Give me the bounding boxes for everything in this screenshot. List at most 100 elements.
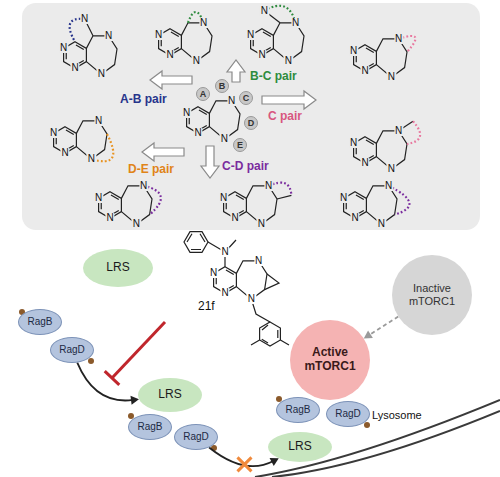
atom-label: N bbox=[227, 96, 236, 106]
node-text: RagD bbox=[335, 408, 361, 420]
atom-label: N bbox=[387, 164, 396, 174]
position-letter: E bbox=[233, 138, 247, 152]
atom-label: N bbox=[220, 288, 229, 298]
atom-label: N bbox=[349, 46, 358, 56]
atom-label: N bbox=[87, 154, 96, 164]
pair-label: C-D pair bbox=[222, 160, 269, 172]
connector bbox=[77, 363, 133, 401]
inhibition-symbol bbox=[105, 322, 165, 385]
node-text: E bbox=[237, 140, 243, 150]
atom-label: N bbox=[105, 213, 114, 223]
atom-label: N bbox=[70, 63, 79, 73]
atom-label: N bbox=[349, 138, 358, 148]
atom-label: N bbox=[80, 14, 89, 24]
central-scaffold bbox=[187, 101, 240, 139]
bc-scaffold bbox=[251, 6, 304, 61]
arrowhead bbox=[270, 458, 279, 466]
atom-label: N bbox=[394, 126, 403, 136]
pair-label: B-C pair bbox=[250, 70, 297, 82]
atom-label: N bbox=[254, 256, 263, 266]
atom-label: N bbox=[209, 268, 218, 278]
atom-label: N bbox=[264, 181, 273, 191]
node-text: A bbox=[200, 89, 207, 99]
protein-rag: RagB bbox=[276, 397, 320, 423]
node-text: LRS bbox=[158, 388, 181, 402]
node-text: C bbox=[243, 93, 250, 103]
pair-label: D-E pair bbox=[128, 163, 174, 175]
block-cross bbox=[237, 457, 251, 471]
atom-label: N bbox=[230, 213, 239, 223]
cd-scaffold bbox=[224, 183, 292, 225]
atom-label: N bbox=[104, 31, 113, 41]
position-letter: D bbox=[244, 116, 258, 130]
atom-label: N bbox=[193, 128, 202, 138]
ab-scaffold bbox=[64, 19, 117, 74]
position-letter: A bbox=[196, 87, 210, 101]
atom-label: N bbox=[360, 66, 369, 76]
node-text: B bbox=[219, 81, 226, 91]
node-text: Inactive mTORC1 bbox=[399, 282, 465, 307]
atom-label: N bbox=[257, 50, 266, 60]
nucleotide-dot bbox=[19, 309, 370, 451]
atom-label: N bbox=[377, 219, 386, 229]
node-text: RagD bbox=[59, 344, 85, 356]
atom-label: N bbox=[94, 193, 103, 203]
atom-label: N bbox=[394, 34, 403, 44]
pair-label: A-B pair bbox=[120, 93, 167, 105]
protein-rag: RagD bbox=[50, 337, 94, 363]
atom-label: N bbox=[384, 181, 393, 191]
node-text: LRS bbox=[288, 440, 311, 454]
node-text: RagB bbox=[285, 404, 310, 416]
node-text: LRS bbox=[106, 261, 129, 275]
complex-active: Active mTORC1 bbox=[290, 320, 370, 400]
protein-lrs: LRS bbox=[138, 378, 202, 412]
atom-label: N bbox=[360, 158, 369, 168]
node-text: Active mTORC1 bbox=[297, 346, 363, 374]
protein-lrs: LRS bbox=[83, 249, 153, 287]
atom-label: N bbox=[154, 30, 163, 40]
c-scaffold bbox=[354, 121, 421, 169]
organelle-label: Lysosome bbox=[372, 410, 422, 421]
connector bbox=[209, 447, 273, 466]
atom-label: N bbox=[199, 18, 208, 28]
atom-label: N bbox=[257, 219, 266, 229]
atom-label: N bbox=[387, 72, 396, 82]
atom-label: N bbox=[49, 128, 58, 138]
atom-label: N bbox=[60, 148, 69, 158]
protein-rag: RagB bbox=[128, 414, 172, 440]
atom-label: N bbox=[132, 219, 141, 229]
c-scaffold bbox=[354, 36, 416, 77]
atom-label: N bbox=[219, 193, 228, 203]
connector bbox=[369, 316, 398, 335]
lysosome-membrane bbox=[255, 400, 500, 477]
node-text: D bbox=[248, 118, 255, 128]
atom-label: N bbox=[246, 30, 255, 40]
protein-rag: RagB bbox=[18, 309, 62, 335]
atom-label: N bbox=[192, 56, 201, 66]
compound-21f-substituents bbox=[184, 232, 289, 346]
atom-label: N bbox=[260, 6, 269, 16]
block-arrow bbox=[142, 60, 316, 178]
atom-label: N bbox=[59, 43, 68, 53]
atom-label: N bbox=[339, 193, 348, 203]
atom-label: N bbox=[247, 294, 256, 304]
atom-label: N bbox=[220, 247, 229, 257]
node-text: RagB bbox=[27, 316, 52, 328]
position-letter: B bbox=[215, 79, 229, 93]
node-text: RagD bbox=[183, 431, 209, 443]
atom-label: N bbox=[350, 213, 359, 223]
complex-inactive: Inactive mTORC1 bbox=[392, 255, 472, 335]
atom-label: N bbox=[97, 69, 106, 79]
atom-label: N bbox=[182, 108, 191, 118]
atom-label: N bbox=[165, 50, 174, 60]
compound-label: 21f bbox=[198, 300, 215, 312]
de-scaffold bbox=[54, 121, 114, 161]
protein-rag: RagD bbox=[174, 424, 218, 450]
scaffold-panel bbox=[22, 3, 480, 230]
position-letter: C bbox=[239, 91, 253, 105]
atom-label: N bbox=[291, 18, 300, 28]
arrowhead bbox=[364, 330, 373, 338]
atom-label: N bbox=[284, 56, 293, 66]
atom-label: N bbox=[94, 116, 103, 126]
